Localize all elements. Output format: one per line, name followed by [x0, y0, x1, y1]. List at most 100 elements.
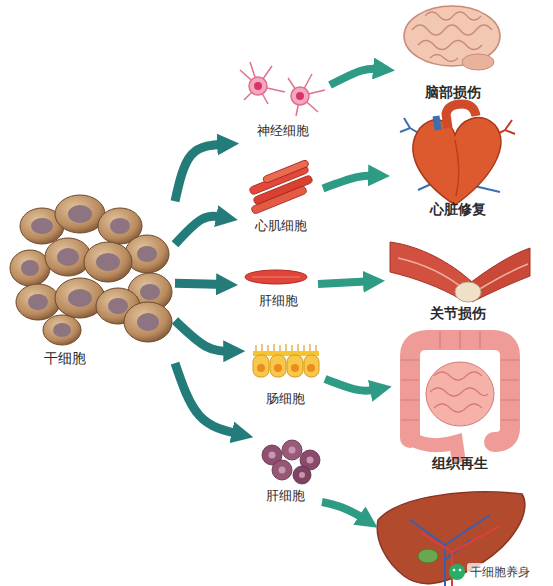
muscle-cell-drawing	[245, 270, 307, 284]
stem-cell-cluster	[16, 284, 60, 320]
stem-cell-cluster	[28, 294, 48, 310]
cardiac-cell-drawing	[249, 159, 313, 214]
intestine-drawing	[401, 360, 419, 420]
node-label: 关节损伤	[430, 304, 486, 322]
liver-arrow	[322, 502, 366, 520]
muscle-cell-drawing	[245, 270, 307, 284]
cell-type-node: 肠细胞	[245, 338, 325, 408]
liver-cell-drawing	[269, 447, 314, 479]
nerve-cell-drawing	[291, 87, 309, 105]
stem-cell-cluster	[68, 289, 92, 307]
intestine-drawing	[430, 388, 488, 396]
stem-cell-cluster	[140, 284, 160, 300]
liver-cell-drawing	[289, 447, 296, 454]
flow-arrow	[175, 363, 240, 434]
flow-arrow	[175, 144, 225, 201]
organ-node: 心脏修复	[390, 102, 525, 218]
liver-cell-drawing	[279, 467, 286, 474]
flow-arrow	[318, 281, 371, 284]
stem-cell-cluster	[96, 253, 120, 271]
stem-cell-cluster	[108, 298, 128, 314]
intestinal-cell-drawing	[253, 344, 319, 377]
stem-cell-cluster	[124, 302, 172, 342]
node-label: 神经细胞	[257, 122, 309, 140]
muscle-cell-drawing	[252, 277, 300, 278]
intestinal-cell-drawing	[270, 355, 286, 377]
stem-cell-cluster	[21, 260, 39, 276]
stem-cell-cluster	[43, 315, 81, 345]
joint-drawing	[390, 242, 530, 302]
brain-drawing	[425, 12, 481, 20]
nerve-cell-drawing	[288, 74, 325, 116]
intestinal-cell-drawing	[257, 364, 265, 372]
intestine-drawing	[440, 331, 480, 349]
heart-drawing	[400, 104, 515, 205]
watermark-text: 干细胞养身	[467, 563, 533, 582]
brain-drawing	[404, 6, 500, 70]
stem-cell-cluster	[110, 218, 130, 234]
flow-arrow	[325, 379, 378, 391]
cell-type-node: 肝细胞	[245, 440, 325, 505]
heart-drawing	[446, 104, 476, 128]
intestinal-cell-drawing	[307, 364, 315, 372]
intestinal-cell-drawing	[256, 344, 316, 352]
node-label: 干细胞	[44, 349, 86, 367]
stem-cell-cluster	[10, 195, 172, 345]
brain-drawing	[412, 25, 492, 35]
liver-cell-drawing	[269, 452, 276, 459]
heart-drawing	[455, 140, 459, 196]
stem-cell-cluster	[31, 218, 53, 234]
joint-drawing	[455, 282, 481, 302]
liver-drawing	[418, 549, 438, 563]
node-label: 肠细胞	[266, 390, 305, 408]
stem-cell-cluster	[45, 238, 91, 276]
intestine-drawing	[434, 372, 482, 380]
liver-cell-drawing	[272, 460, 292, 480]
heart-drawing	[436, 116, 438, 130]
nerve-cell-drawing	[249, 77, 267, 95]
intestinal-cell-drawing	[274, 364, 282, 372]
nerve-cell-drawing	[254, 82, 262, 90]
node-label: 心脏修复	[430, 200, 486, 218]
node-label: 脑部损伤	[425, 83, 481, 101]
stem-cell-cluster	[137, 313, 159, 331]
cell-type-node: 肝细胞	[238, 262, 318, 310]
stem-cell-cluster	[45, 238, 91, 276]
brain-drawing	[418, 41, 482, 50]
intestinal-cell-drawing	[291, 364, 299, 372]
intestine-drawing	[401, 331, 519, 456]
cardiac-cell-drawing	[251, 185, 308, 214]
stem-cell-cluster	[68, 205, 92, 223]
stem-cell-cluster	[16, 284, 60, 320]
liver-cell-drawing	[307, 457, 314, 464]
flow-arrow	[330, 69, 381, 85]
brain-drawing	[430, 55, 458, 62]
intestinal-cell-drawing	[257, 364, 315, 372]
nerve-cell-drawing	[296, 92, 304, 100]
watermark-icon	[449, 564, 465, 580]
brain-drawing	[412, 12, 492, 62]
intestine-drawing	[430, 372, 488, 412]
liver-cell-drawing	[293, 466, 311, 484]
organ-node: 组织再生	[392, 326, 527, 472]
nerve-cell-drawing	[240, 62, 285, 104]
liver-cell-drawing	[262, 440, 320, 484]
flow-arrow	[323, 176, 376, 189]
stem-cell-cluster	[84, 242, 132, 282]
stem-cell-cluster	[57, 248, 79, 266]
intestinal-cell-drawing	[253, 355, 319, 377]
intestine-drawing	[434, 404, 482, 412]
node-label: 肝细胞	[259, 292, 298, 310]
watermark-icon	[453, 569, 456, 572]
heart-drawing	[413, 118, 501, 205]
cell-type-node: 心肌细胞	[238, 160, 323, 235]
cell-type-node: 神经细胞	[235, 55, 330, 140]
stem-cell-cluster	[124, 302, 172, 342]
intestinal-cell-drawing	[253, 355, 269, 377]
intestinal-cell-drawing	[256, 344, 316, 352]
flow-arrow	[175, 216, 224, 244]
intestine-drawing	[410, 340, 510, 442]
nerve-cell-drawing	[240, 62, 325, 116]
intestinal-cell-drawing	[287, 355, 303, 377]
